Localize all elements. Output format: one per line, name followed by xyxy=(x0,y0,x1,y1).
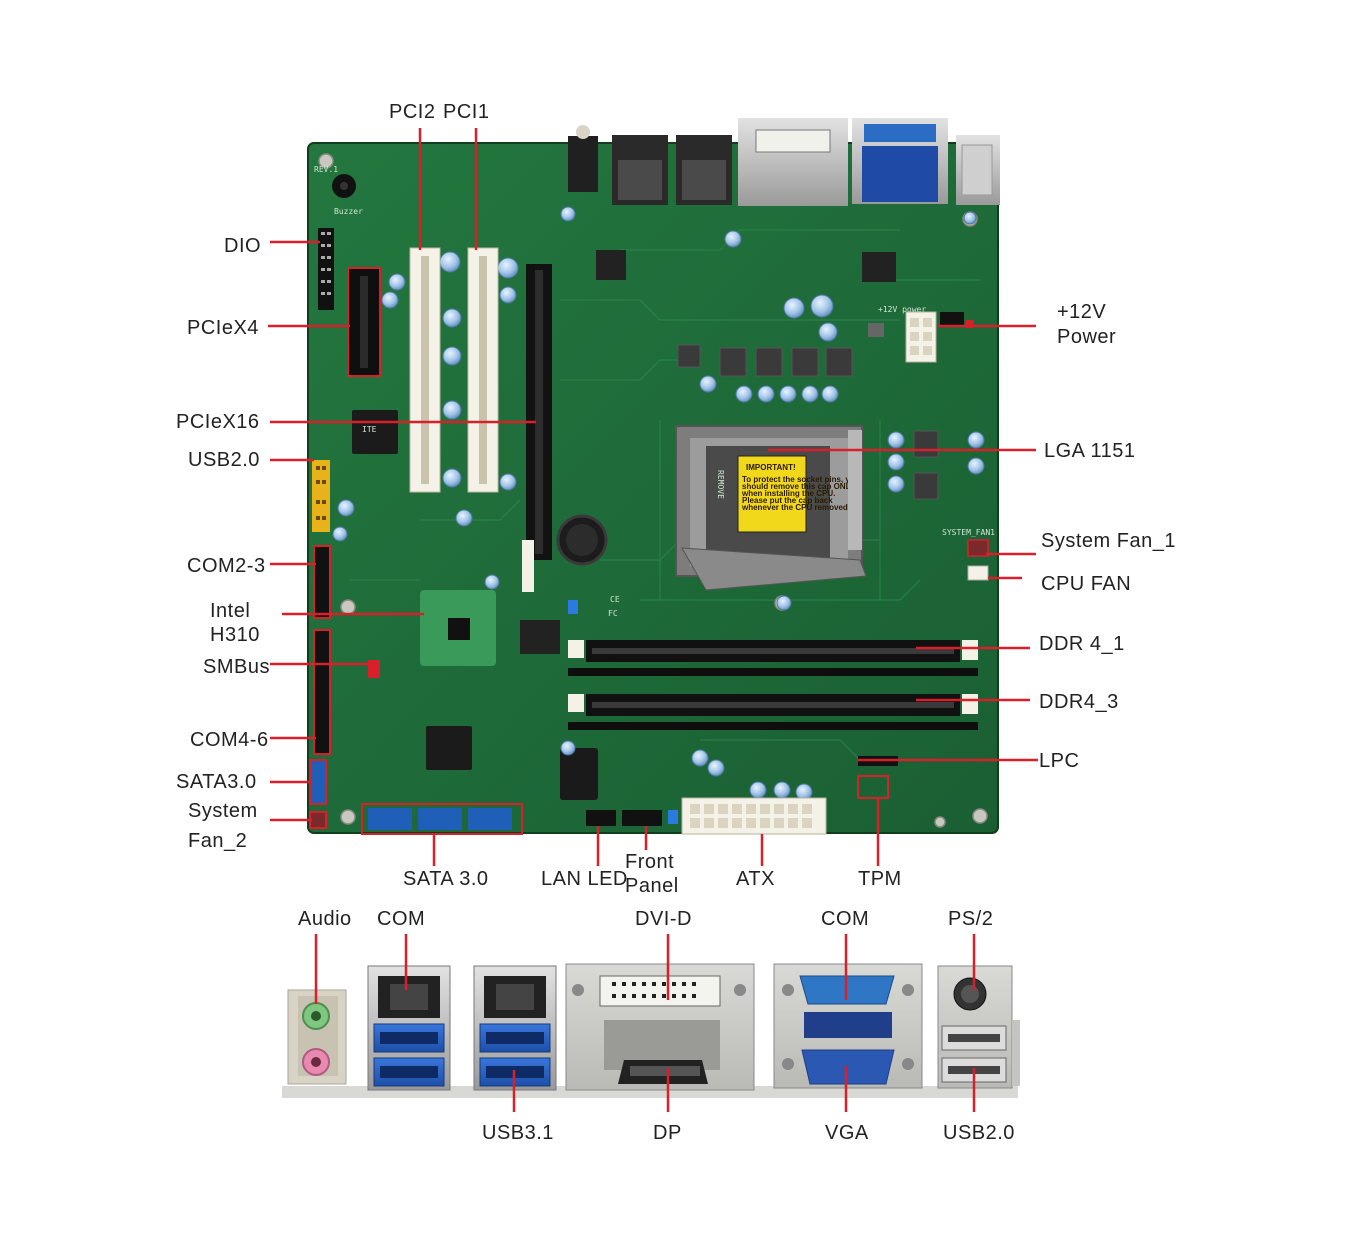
lan-led-header xyxy=(586,810,616,826)
label-vga: VGA xyxy=(825,1122,869,1144)
label-usb20-board: USB2.0 xyxy=(188,449,260,471)
label-cpufan: CPU FAN xyxy=(1041,573,1131,595)
sysfan1-silkscreen: SYSTEM_FAN1 xyxy=(942,528,995,537)
usb20-header xyxy=(312,460,330,532)
jumper xyxy=(568,600,578,614)
com23-header xyxy=(313,545,331,619)
sticker-line4: Please put the cap back xyxy=(742,496,833,505)
sticker-line1: To protect the socket pins, you xyxy=(742,475,860,484)
power12v-silkscreen: +12V power xyxy=(878,305,926,314)
label-sata30-left: SATA3.0 xyxy=(176,771,257,793)
label-com-right: COM xyxy=(821,908,869,930)
label-dp: DP xyxy=(653,1122,682,1144)
buzzer-silkscreen: Buzzer xyxy=(334,207,363,216)
dio-header xyxy=(318,228,334,310)
sticker-line2: should remove this cap ONLY xyxy=(742,482,856,491)
label-lanled: LAN LED xyxy=(541,868,628,890)
label-ddr41: DDR 4_1 xyxy=(1039,633,1125,655)
label-sysfan2-line2: Fan_2 xyxy=(188,830,247,852)
label-audio: Audio xyxy=(298,908,352,930)
label-com23: COM2-3 xyxy=(187,555,266,577)
label-sysfan1: System Fan_1 xyxy=(1041,530,1176,552)
com46-header xyxy=(313,629,331,755)
system-fan1-header xyxy=(967,539,989,557)
label-com46: COM4-6 xyxy=(190,729,269,751)
cpu-fan-header xyxy=(967,565,989,581)
label-usb20-io: USB2.0 xyxy=(943,1122,1015,1144)
label-tpm: TPM xyxy=(858,868,902,890)
label-lpc: LPC xyxy=(1039,750,1079,772)
ite-chip-label: ITE xyxy=(362,425,377,434)
label-com-left: COM xyxy=(377,908,425,930)
rev-silkscreen: REV.1 xyxy=(314,165,338,174)
label-pci1: PCI1 xyxy=(443,101,489,123)
leader-lines xyxy=(268,128,1038,1112)
label-ps2: PS/2 xyxy=(948,908,993,930)
chips: ITE xyxy=(352,250,896,800)
front-panel-header xyxy=(622,810,662,826)
sticker-line3: when installing the CPU. xyxy=(741,489,835,498)
vrm xyxy=(677,344,939,500)
label-pciex16: PCIeX16 xyxy=(176,411,260,433)
sticker-title: IMPORTANT! xyxy=(746,463,796,472)
label-dvid: DVI-D xyxy=(635,908,692,930)
label-front-line1: Front xyxy=(625,851,674,873)
label-usb31: USB3.1 xyxy=(482,1122,554,1144)
label-h310: H310 xyxy=(210,624,260,646)
remove-label: REMOVE xyxy=(716,470,725,499)
label-front-line2: Panel xyxy=(625,875,679,897)
label-power12v-line1: +12V xyxy=(1057,301,1106,323)
label-sata30-bottom: SATA 3.0 xyxy=(403,868,489,890)
label-intel: Intel xyxy=(210,600,250,622)
sata-bottom-ports xyxy=(361,803,523,835)
system-fan2-header xyxy=(309,811,327,829)
sata-left-port xyxy=(309,759,327,805)
label-dio: DIO xyxy=(224,235,261,257)
fc-mark: FC xyxy=(608,609,618,618)
label-atx: ATX xyxy=(736,868,775,890)
smbus-header xyxy=(368,660,380,678)
atx-power-connector xyxy=(681,797,827,835)
label-smbus: SMBus xyxy=(203,656,270,678)
labels: PCI2 PCI1 DIO PCIeX4 PCIeX16 USB2.0 COM2… xyxy=(176,101,1176,1144)
label-lga1151: LGA 1151 xyxy=(1044,440,1135,462)
rear-io-panel xyxy=(282,963,1020,1098)
sticker-line5: whenever the CPU removed. xyxy=(741,503,850,512)
tpm-header xyxy=(857,775,889,799)
label-pci2: PCI2 xyxy=(389,101,435,123)
label-ddr43: DDR4_3 xyxy=(1039,691,1119,713)
board-rear-io xyxy=(568,118,1000,206)
label-sysfan2-line1: System xyxy=(188,800,258,822)
ddr4-slots xyxy=(568,640,978,730)
ce-mark: CE xyxy=(610,595,620,604)
label-power12v-line2: Power xyxy=(1057,326,1116,348)
label-pciex4: PCIeX4 xyxy=(187,317,259,339)
